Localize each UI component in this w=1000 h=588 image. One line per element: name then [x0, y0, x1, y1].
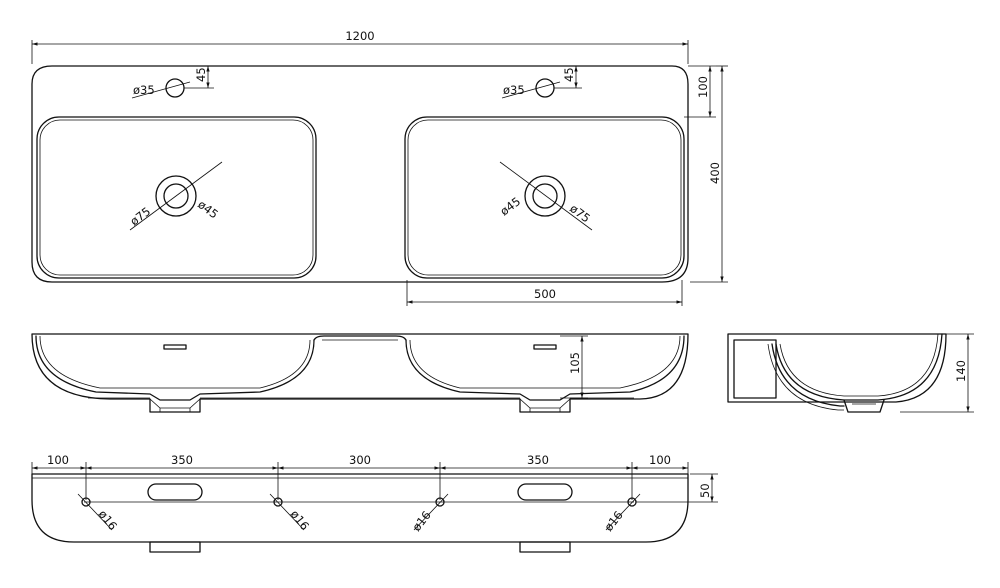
overflow-slot-right — [533, 344, 557, 350]
drain-right — [524, 175, 566, 217]
spacing-4-label: 350 — [527, 453, 549, 467]
drain-stub-left — [149, 541, 201, 553]
side-section: 140 — [727, 333, 974, 413]
tap-offset-right-label: 45 — [562, 67, 576, 82]
tap-offset-left-label: 45 — [194, 67, 208, 82]
spacing-5-label: 100 — [649, 453, 671, 467]
fixing-hole-2-label: ø16 — [288, 507, 312, 533]
left-bowl-inner — [39, 119, 314, 276]
drain-outer-left-label: ø75 — [127, 204, 153, 228]
top-view: 1200 ø35 ø35 45 45 100 400 ø75 ø45 ø45 ø — [31, 29, 728, 306]
overall-depth-label: 400 — [708, 162, 722, 184]
fixing-hole-1-label: ø16 — [96, 507, 120, 533]
side-section-outline — [727, 333, 947, 403]
drain-inner-left-label: ø45 — [195, 197, 221, 221]
spacing-1-label: 100 — [47, 453, 69, 467]
fixing-hole-3-label: ø16 — [409, 508, 433, 534]
basin-outline — [31, 65, 689, 283]
right-bowl — [404, 116, 685, 279]
drain-inner-right-label: ø45 — [497, 194, 523, 218]
fixing-hole-4-label: ø16 — [601, 508, 625, 534]
right-bowl-inner — [407, 119, 682, 276]
spacing-2-label: 350 — [171, 453, 193, 467]
drain-left — [155, 175, 197, 217]
overall-width-label: 1200 — [345, 29, 374, 43]
spacing-3-label: 300 — [349, 453, 371, 467]
overflow-slot-left — [163, 344, 187, 350]
drain-stub-right — [519, 541, 571, 553]
edge-offset-label: 50 — [698, 483, 712, 498]
bottom-view-outline — [31, 473, 689, 543]
bowl-height-label: 105 — [568, 352, 582, 374]
rear-deck-label: 100 — [696, 76, 710, 98]
front-section-outline — [31, 333, 689, 413]
drain-outer-right-label: ø75 — [567, 201, 593, 225]
total-height-label: 140 — [954, 360, 968, 382]
front-section: 105 — [31, 333, 689, 413]
left-bowl — [36, 116, 317, 279]
tap-hole-right-label: ø35 — [503, 83, 525, 97]
waste-slot-left — [147, 483, 203, 501]
waste-slot-right — [517, 483, 573, 501]
bowl-width-label: 500 — [534, 287, 556, 301]
bottom-view: 100 350 300 350 100 50 ø16 ø16 ø16 ø16 — [31, 453, 718, 553]
tap-hole-left-label: ø35 — [133, 83, 155, 97]
